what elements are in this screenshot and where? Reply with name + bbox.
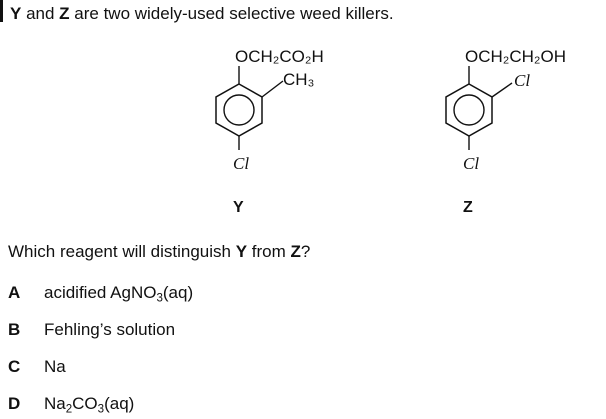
option-letter: B — [8, 320, 21, 339]
option-letter: A — [8, 283, 21, 302]
intro-z: Z — [59, 4, 70, 23]
y-top-group: OCH₂CO₂H — [235, 47, 324, 66]
option-text: acidified AgNO3(aq) — [44, 283, 194, 305]
z-top-group: OCH₂CH₂OH — [465, 47, 566, 66]
y-side-group: CH₃ — [283, 70, 314, 89]
y-bottom-group: Cl — [233, 154, 249, 173]
prompt-after: ? — [300, 242, 311, 261]
margin-bar — [0, 0, 3, 22]
y-side-bond — [261, 80, 284, 98]
z-side-group: Cl — [514, 71, 530, 90]
intro-and: and — [21, 4, 60, 23]
intro-rest: are two widely-used selective weed kille… — [69, 4, 394, 23]
z-benzene-ring — [445, 83, 493, 137]
z-bottom-group: Cl — [463, 154, 479, 173]
option-letter: C — [8, 357, 21, 376]
prompt-before: Which reagent will distinguish — [8, 242, 236, 261]
intro-y: Y — [10, 4, 22, 23]
question-prompt: Which reagent will distinguish Y from Z? — [8, 242, 310, 262]
y-label: Y — [233, 199, 244, 216]
prompt-from: from — [247, 242, 291, 261]
option-text: Na2CO3(aq) — [44, 394, 135, 416]
prompt-z: Z — [290, 242, 301, 261]
intro-sentence: Y and Z are two widely-used selective we… — [10, 4, 394, 24]
molecule-z: OCH₂CH₂OH Cl Cl Z — [445, 47, 566, 216]
option-text: Fehling’s solution — [44, 320, 176, 339]
y-benzene-ring — [215, 83, 263, 137]
z-side-bond — [491, 82, 513, 98]
prompt-y: Y — [235, 242, 248, 261]
y-ring-circle — [223, 94, 255, 126]
option-letter: D — [8, 394, 21, 413]
z-label: Z — [463, 199, 473, 216]
structures-diagram: OCH₂CO₂H CH₃ Cl Y OCH₂CH₂OH Cl Cl Z — [215, 47, 566, 216]
z-ring-circle — [453, 94, 485, 126]
option-text: Na — [44, 357, 66, 376]
molecule-y: OCH₂CO₂H CH₃ Cl Y — [215, 47, 324, 216]
